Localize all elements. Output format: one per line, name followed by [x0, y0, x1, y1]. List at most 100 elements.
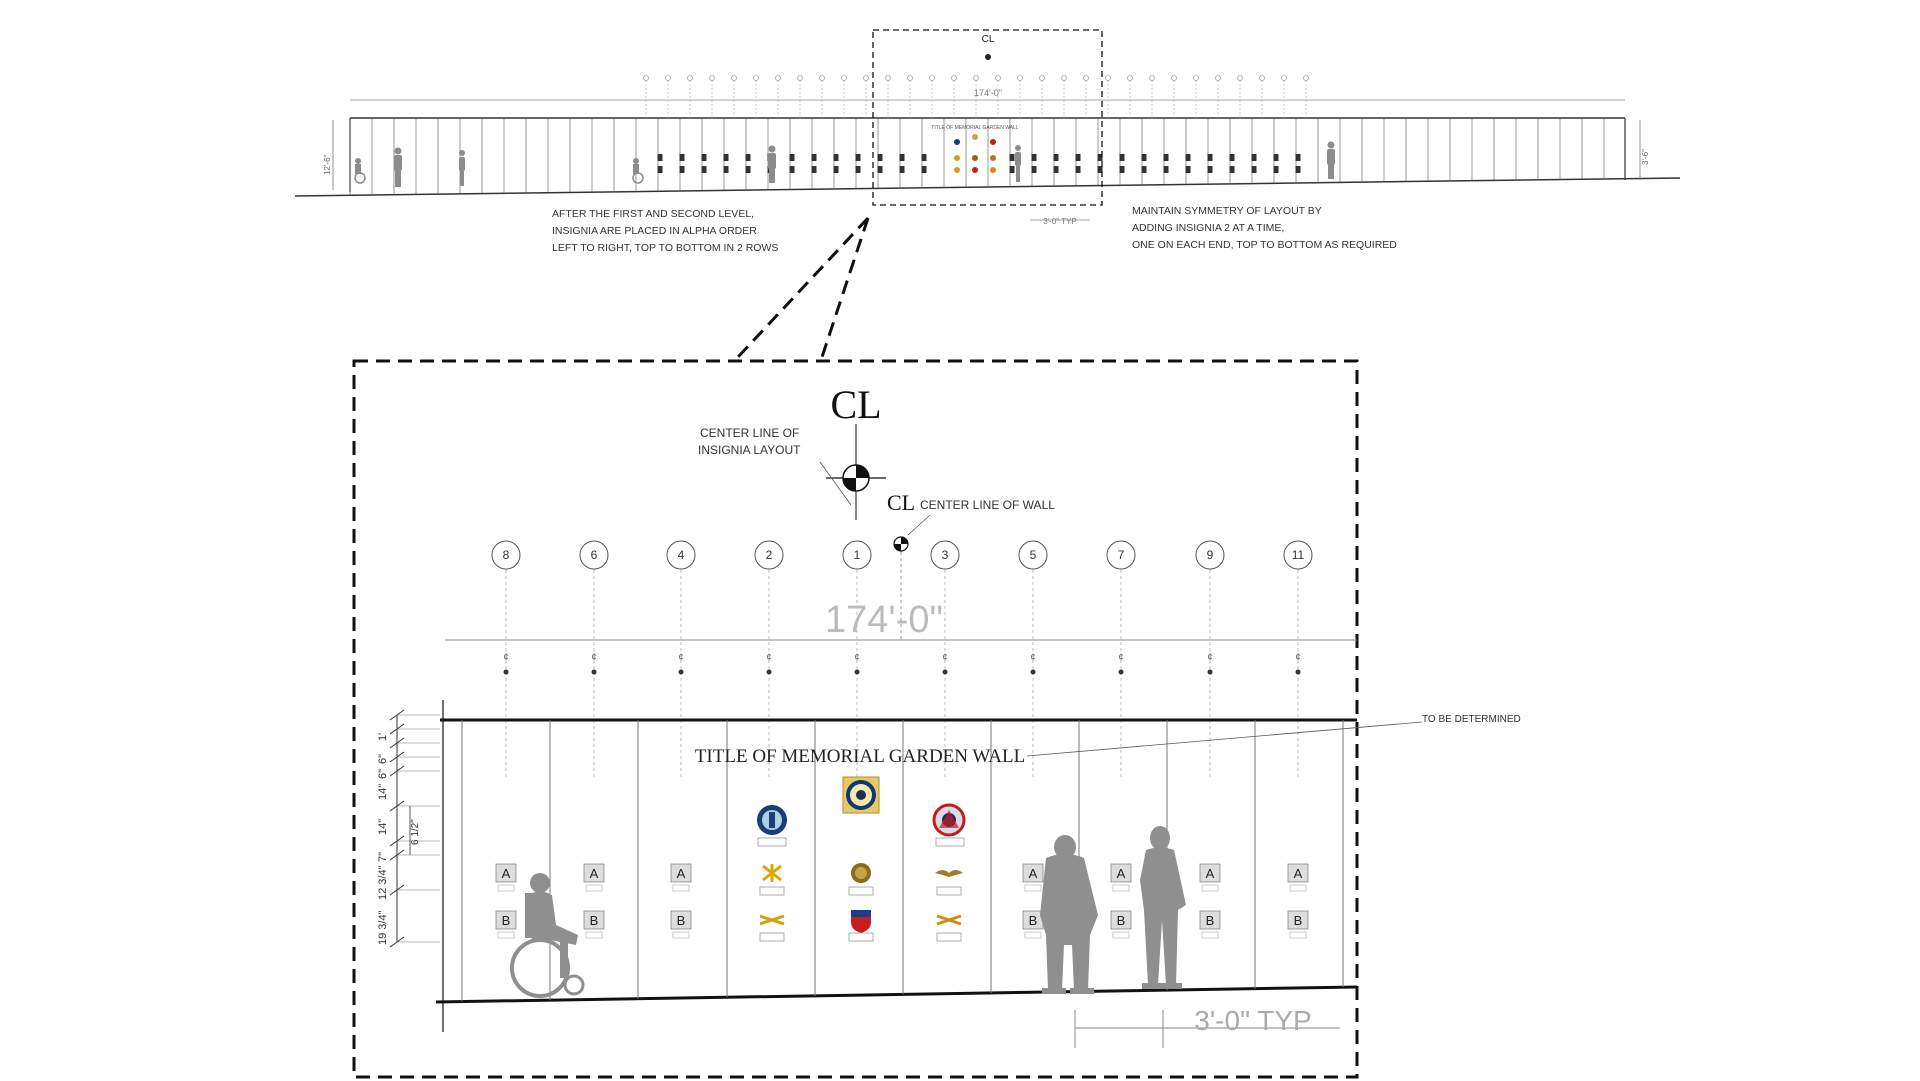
overview-insignia-plaque: [921, 154, 927, 161]
column-number-marker: 8¢: [491, 540, 521, 780]
plaque-b: B: [1287, 910, 1309, 939]
plaque-a: A: [670, 863, 692, 892]
plaque-b: B: [583, 910, 605, 939]
shield-insignia: [851, 910, 871, 933]
column-number: 3: [942, 548, 949, 562]
column-number-marker: 6¢: [579, 540, 609, 780]
overview-insignia-plaque: [1163, 154, 1169, 161]
svg-text:B: B: [677, 913, 686, 928]
overview-insignia-icon: [954, 155, 960, 161]
overview-note-right-line-2: ADDING INSIGNIA 2 AT A TIME,: [1132, 222, 1284, 234]
detail-typ-dimension: 3'-0" TYP: [1194, 1005, 1311, 1036]
tbd-label: TO BE DETERMINED: [1422, 714, 1521, 725]
centerline-wall-target-icon: [893, 536, 909, 552]
overview-insignia-plaque: [789, 166, 795, 173]
overview-insignia-plaque: [1031, 154, 1037, 161]
overview-insignia-plaque: [1163, 166, 1169, 173]
overview-insignia-plaque: [1185, 154, 1191, 161]
overview-insignia-plaque: [679, 154, 685, 161]
detail-figures: [510, 826, 1186, 998]
overview-insignia-plaque: [1031, 166, 1037, 173]
overview-insignia-plaque: [1075, 166, 1081, 173]
column-number: 1: [854, 548, 861, 562]
overview-insignia-plaque: [657, 166, 663, 173]
overview-insignia-plaque: [1295, 154, 1301, 161]
overview-insignia-plaque: [1207, 154, 1213, 161]
overview-callout-box: [872, 29, 1103, 206]
overview-insignia-icon: [990, 139, 996, 145]
plaque-b: B: [1022, 910, 1044, 939]
overview-figures: [354, 141, 1335, 187]
detail-ground-line: [435, 985, 1358, 1004]
column-number-marker: 9¢: [1195, 540, 1225, 780]
overview-person-4: [1015, 145, 1021, 182]
overview-insignia-plaque: [811, 166, 817, 173]
svg-text:A: A: [1206, 866, 1215, 881]
vdim-7in: 7": [377, 852, 389, 862]
overview-insignia-plaque: [899, 166, 905, 173]
svg-text:A: A: [1117, 866, 1126, 881]
overview-note-left: AFTER THE FIRST AND SECOND LEVEL, INSIGN…: [552, 208, 778, 254]
overview-wall-panels: [349, 118, 1605, 196]
medal-insignia: [851, 863, 871, 883]
svg-text:B: B: [1029, 913, 1038, 928]
plaque-a: A: [583, 863, 605, 892]
centerline-insignia-label: CENTER LINE OF INSIGNIA LAYOUT: [698, 426, 803, 457]
overview-insignia-plaque: [701, 166, 707, 173]
svg-text:A: A: [1029, 866, 1038, 881]
overview-insignia-plaque: [1295, 166, 1301, 173]
overview-insignia-plaque: [789, 154, 795, 161]
detail-wall-title: TITLE OF MEMORIAL GARDEN WALL: [695, 746, 1025, 767]
overview-insignia-plaque: [1097, 166, 1103, 173]
crossed-sabers-insignia: [759, 914, 785, 926]
svg-text:B: B: [1117, 913, 1126, 928]
overview-note-left-line-2: INSIGNIA ARE PLACED IN ALPHA ORDER: [552, 225, 757, 237]
column-number: 6: [591, 548, 598, 562]
overview-insignia-plaque: [1053, 166, 1059, 173]
column-number: 8: [503, 548, 510, 562]
overview-overall-dimension: 174'-0": [974, 88, 1002, 98]
overview-person-5: [1327, 141, 1335, 179]
column-centerline-glyph: ¢: [1030, 652, 1035, 662]
overview-person-3: [768, 145, 776, 183]
vdim-14in-a: 14": [377, 784, 389, 800]
svg-text:B: B: [1294, 913, 1303, 928]
svg-text:B: B: [502, 913, 511, 928]
column-number: 2: [766, 548, 773, 562]
overview-insignia-plaque: [811, 154, 817, 161]
detail-wall-centerline-symbol: CL: [887, 490, 915, 515]
column-number: 9: [1207, 548, 1214, 562]
overview-wall-title: TITLE OF MEMORIAL GARDEN WALL: [931, 125, 1019, 131]
overview-elevation: 174'-0" 12'-6" 3'-6" TITLE OF MEMORIAL G…: [294, 29, 1681, 254]
svg-text:A: A: [590, 866, 599, 881]
overview-insignia-plaque: [1075, 154, 1081, 161]
plaque-b: B: [495, 910, 517, 939]
column-number-marker: 5¢: [1018, 540, 1048, 780]
overview-insignia-plaque: [921, 166, 927, 173]
column-centerline-glyph: ¢: [854, 652, 859, 662]
overview-insignia-plaque: [899, 154, 905, 161]
overview-insignia-plaque: [1273, 154, 1279, 161]
plaque-b: B: [670, 910, 692, 939]
overview-insignia-rows: [657, 134, 1301, 173]
column-number: 5: [1030, 548, 1037, 562]
vdim-6in-b: 6": [377, 769, 389, 779]
overview-person-2: [459, 150, 465, 186]
centerline-insignia-target-icon: [826, 464, 886, 492]
column-centerline-glyph: ¢: [766, 652, 771, 662]
plaque-a: A: [1199, 863, 1221, 892]
overview-insignia-icon: [990, 167, 996, 173]
overview-right-height-dimension: 3'-6": [1641, 149, 1650, 165]
overview-note-left-line-1: AFTER THE FIRST AND SECOND LEVEL,: [552, 208, 754, 220]
overview-wheelchair-figure-1: [354, 158, 366, 184]
overview-insignia-plaque: [745, 154, 751, 161]
vdim-14in-b: 14": [377, 819, 389, 835]
overview-insignia-icon: [972, 167, 978, 173]
svg-text:A: A: [677, 866, 686, 881]
svg-text:B: B: [590, 913, 599, 928]
detail-overall-dimension: 174'-0": [825, 599, 943, 641]
overview-insignia-plaque: [833, 154, 839, 161]
column-number-marker: 4¢: [666, 540, 696, 780]
overview-insignia-plaque: [1207, 166, 1213, 173]
